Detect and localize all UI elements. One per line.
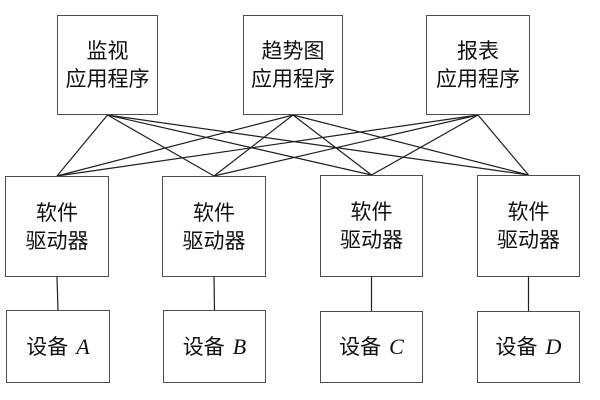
driver-box-2: 软件 驱动器 xyxy=(162,176,266,277)
edge-line xyxy=(107,114,529,176)
driver-box-1: 软件 驱动器 xyxy=(5,176,109,277)
driver-label-line2: 驱动器 xyxy=(25,228,89,253)
driver-label-line2: 驱动器 xyxy=(340,228,403,252)
device-box-b: 设备 B xyxy=(163,310,266,383)
app-label-line1: 报表 xyxy=(457,39,499,63)
driver-label-line1: 软件 xyxy=(36,200,78,225)
driver-label-line2: 驱动器 xyxy=(497,228,560,252)
edge-line xyxy=(371,114,479,176)
app-box-3: 报表 应用程序 xyxy=(426,15,530,115)
edge-line xyxy=(107,114,215,177)
device-box-c: 设备 C xyxy=(320,311,423,383)
device-label-letter: C xyxy=(389,334,404,359)
app-label-line1: 趋势图 xyxy=(261,39,325,63)
app-label-line1: 监视 xyxy=(86,39,129,63)
edge-line xyxy=(56,276,59,311)
driver-label-line1: 软件 xyxy=(350,200,393,224)
edge-line xyxy=(56,114,108,177)
device-label: 设备 C xyxy=(339,333,404,361)
driver-label-line1: 软件 xyxy=(193,200,235,225)
app-box-2: 趋势图 应用程序 xyxy=(243,15,343,115)
device-label: 设备 D xyxy=(496,333,562,361)
edge-line xyxy=(477,114,529,176)
device-label-prefix: 设备 xyxy=(339,335,382,359)
driver-box-3: 软件 驱动器 xyxy=(320,175,423,277)
device-label-letter: A xyxy=(76,333,90,359)
device-label-letter: B xyxy=(232,333,247,359)
edge-line xyxy=(213,276,216,311)
driver-label-line2: 驱动器 xyxy=(182,228,246,253)
device-box-a: 设备 A xyxy=(6,310,110,383)
device-label: 设备 B xyxy=(183,333,246,361)
app-label-line2: 应用程序 xyxy=(65,67,150,91)
edge-line xyxy=(107,114,372,176)
edge-line xyxy=(213,114,294,177)
driver-label-line1: 软件 xyxy=(507,200,550,224)
device-label-prefix: 设备 xyxy=(182,334,225,359)
device-label: 设备 A xyxy=(26,333,89,361)
app-label-line2: 应用程序 xyxy=(436,67,520,91)
device-box-d: 设备 D xyxy=(477,311,580,383)
device-label-prefix: 设备 xyxy=(26,334,69,359)
edge-line xyxy=(213,114,479,177)
edge-line xyxy=(292,114,529,176)
device-label-letter: D xyxy=(545,334,562,359)
device-label-prefix: 设备 xyxy=(495,335,538,359)
edge-line xyxy=(292,114,372,176)
driver-box-4: 软件 驱动器 xyxy=(477,175,580,277)
edge-line xyxy=(56,114,479,177)
app-box-1: 监视 应用程序 xyxy=(57,15,158,115)
app-label-line2: 应用程序 xyxy=(251,67,335,91)
edge-line xyxy=(56,114,294,177)
